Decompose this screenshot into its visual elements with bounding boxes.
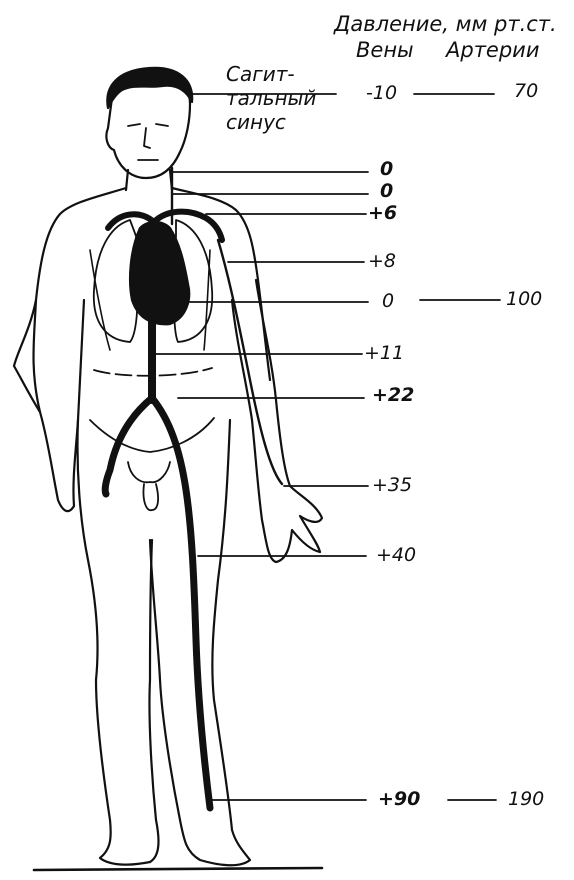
vein-pressure-sinus: -10 <box>366 84 397 103</box>
genitals <box>128 462 170 510</box>
hair <box>107 68 192 108</box>
vein-pressure-subclavian: 0 <box>380 182 393 201</box>
ground-line <box>34 868 322 870</box>
sinus-label-line-1: Сагит- <box>226 62 295 86</box>
header-title: Давление, мм рт.ст. <box>334 14 557 35</box>
vein-pressure-hand: +35 <box>372 476 412 495</box>
artery-pressure-sinus: 70 <box>514 82 538 101</box>
vein-pressure-abdomen: +11 <box>364 344 404 363</box>
header-col-arteries: Артерии <box>446 40 539 61</box>
artery-leader-lines <box>414 94 500 800</box>
left-leg <box>77 420 158 865</box>
face-details <box>128 124 168 160</box>
sinus-label-line-2: тальный <box>226 86 316 110</box>
header-col-veins: Вены <box>356 40 414 61</box>
left-arm <box>34 300 85 511</box>
artery-pressure-foot: 190 <box>508 790 544 809</box>
right-arm <box>232 280 322 562</box>
right-arm-vein <box>218 240 282 484</box>
pelvis <box>90 418 214 452</box>
vein-pressure-jugular: 0 <box>380 160 393 179</box>
iliac-right <box>152 398 210 808</box>
vein-pressure-upper-arm: +8 <box>368 252 396 271</box>
vein-pressure-pelvis: +22 <box>372 386 414 405</box>
sinus-label-line-3: синус <box>226 110 286 134</box>
vein-pressure-foot: +90 <box>378 790 420 809</box>
vein-pressure-thigh: +40 <box>376 546 416 565</box>
artery-pressure-heart: 100 <box>506 290 542 309</box>
vein-pressure-shoulder: +6 <box>368 204 397 223</box>
right-leg <box>150 420 250 865</box>
vein-pressure-heart: 0 <box>382 292 394 311</box>
heart <box>130 222 189 324</box>
leader-lines <box>156 94 368 800</box>
